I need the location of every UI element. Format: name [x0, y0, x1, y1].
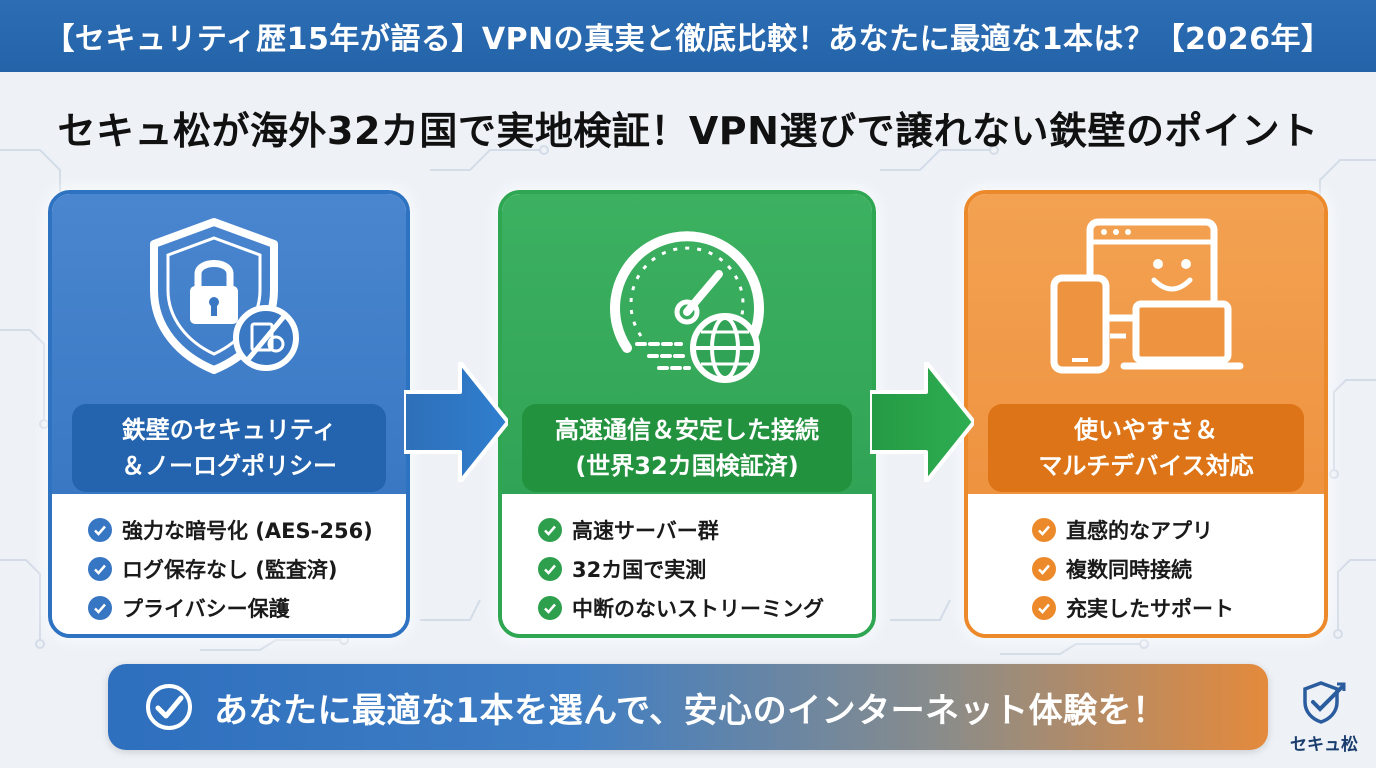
page-subtitle: セキュ松が海外32カ国で実地検証！VPN選びで譲れない鉄壁のポイント [57, 109, 1319, 153]
arrow-right-icon [404, 362, 508, 482]
list-item: プライバシー保護 [88, 588, 373, 627]
check-icon [538, 595, 562, 620]
feature-card-speed: 高速通信＆安定した接続 (世界32カ国検証済) 高速サーバー群 32カ国で実測 … [498, 190, 876, 638]
header-title: 【セキュリティ歴15年が語る】VPNの真実と徹底比較！あなたに最適な1本は？【2… [0, 0, 1376, 72]
check-icon [88, 556, 112, 581]
label-line: 鉄壁のセキュリティ [121, 416, 337, 444]
feature-list: 高速サーバー群 32カ国で実測 中断のないストリーミング [538, 510, 824, 627]
call-to-action-banner: あなたに最適な1本を選んで、安心のインターネット体験を！ [108, 664, 1268, 750]
label-line: マルチデバイス対応 [1038, 452, 1254, 480]
check-icon [1032, 595, 1056, 620]
shield-lock-icon [150, 218, 299, 374]
list-item: 中断のないストリーミング [538, 588, 824, 627]
feature-card-security: 鉄壁のセキュリティ ＆ノーログポリシー 強力な暗号化 (AES-256) ログ保… [48, 190, 410, 638]
brand-logo: セキュ松 [1284, 680, 1364, 760]
list-item: 32カ国で実測 [538, 549, 824, 588]
label-line: (世界32カ国検証済) [575, 452, 799, 480]
list-item: ログ保存なし (監査済) [88, 549, 373, 588]
arrow-right-icon [870, 362, 974, 482]
label-speed: 高速通信＆安定した接続 (世界32カ国検証済) [522, 404, 852, 492]
check-icon [88, 517, 112, 542]
list-item: 充実したサポート [1032, 588, 1234, 627]
list-item: 高速サーバー群 [538, 510, 824, 549]
speedometer-globe-icon [610, 231, 764, 383]
shield-check-icon [1303, 681, 1346, 724]
feature-list: 直感的なアプリ 複数同時接続 充実したサポート [1032, 510, 1234, 627]
label-line: 使いやすさ＆ [1074, 416, 1218, 444]
label-usability: 使いやすさ＆ マルチデバイス対応 [988, 404, 1304, 492]
label-security: 鉄壁のセキュリティ ＆ノーログポリシー [72, 404, 386, 492]
check-circle-icon [146, 684, 192, 730]
feature-list: 強力な暗号化 (AES-256) ログ保存なし (監査済) プライバシー保護 [88, 510, 373, 627]
check-icon [1032, 556, 1056, 581]
check-icon [538, 556, 562, 581]
list-item: 直感的なアプリ [1032, 510, 1234, 549]
list-item: 強力な暗号化 (AES-256) [88, 510, 373, 549]
list-item: 複数同時接続 [1032, 549, 1234, 588]
banner-text: あなたに最適な1本を選んで、安心のインターネット体験を！ [214, 690, 1167, 731]
check-icon [1032, 517, 1056, 542]
label-line: 高速通信＆安定した接続 [555, 416, 819, 444]
feature-card-usability: 使いやすさ＆ マルチデバイス対応 直感的なアプリ 複数同時接続 充実したサポート [964, 190, 1328, 638]
check-icon [538, 517, 562, 542]
multi-device-icon [1050, 218, 1244, 374]
label-line: ＆ノーログポリシー [121, 452, 337, 480]
logo-text: セキュ松 [1290, 735, 1358, 755]
check-icon [88, 595, 112, 620]
